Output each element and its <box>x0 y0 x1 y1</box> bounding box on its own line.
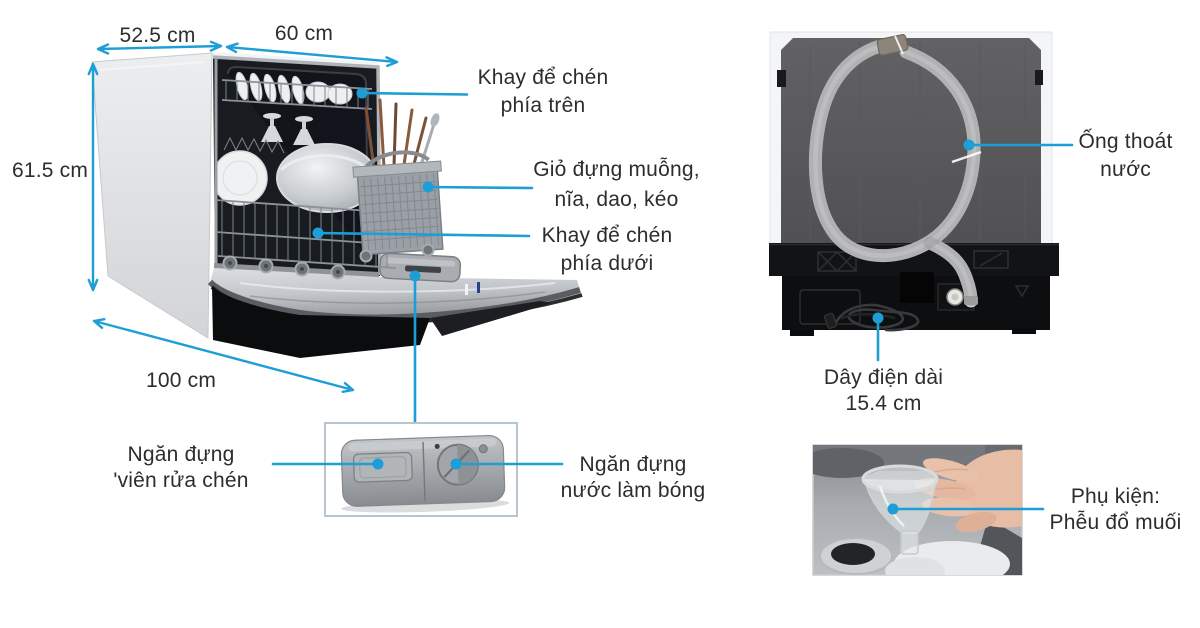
cord-dot <box>872 312 884 324</box>
lower-rack-leader <box>316 231 531 238</box>
chopsticks <box>364 98 436 170</box>
arrow-depth-open <box>92 318 355 393</box>
door-pin-blue <box>477 282 480 293</box>
door-pin-white <box>465 284 468 295</box>
plate <box>215 150 268 206</box>
arrow-height-left <box>87 62 99 292</box>
dimension-width-top-label: 60 cm <box>244 20 364 48</box>
arrow-width-top <box>225 42 399 68</box>
dimension-arrows <box>87 40 399 393</box>
dimension-depth-top-label: 52.5 cm <box>95 22 220 50</box>
lower-rack-label: Khay để chén phía dưới <box>517 222 697 278</box>
cutlery-basket-dot <box>422 181 434 193</box>
dimension-height-label: 61.5 cm <box>5 157 95 185</box>
cavity-interior <box>215 58 379 274</box>
upper-rack-leader <box>360 91 469 96</box>
lower-rack-label-line2: phía dưới <box>560 252 654 275</box>
base-pedestal <box>212 286 430 358</box>
drain-hose-label: Ống thoát nước <box>1048 128 1200 184</box>
funnel-dot <box>887 503 899 515</box>
dispenser-drawing <box>340 434 510 513</box>
detergent-compartment-label: Ngăn đựng 'viên rửa chén <box>86 442 276 494</box>
back-base <box>769 243 1059 336</box>
power-cord-label-line2: 15.4 cm <box>845 392 922 415</box>
power-cord-label-line1: Dây điện dài <box>823 366 944 389</box>
detergent-dot <box>372 458 384 470</box>
dispenser-dot <box>409 270 421 282</box>
upper-rack-wires <box>221 79 373 110</box>
cutlery-basket-label: Giỏ đựng muỗng, nĩa, dao, kéo <box>519 155 714 215</box>
accessory-label: Phụ kiện: Phễu đổ muối <box>1028 484 1200 536</box>
junction-box <box>900 272 934 303</box>
lower-rack-dot <box>312 227 324 239</box>
dimension-height-value: 61.5 cm <box>11 159 89 182</box>
lower-rack-label-line1: Khay để chén <box>541 224 673 247</box>
hose-end <box>964 296 978 305</box>
rack-wheels <box>222 255 346 280</box>
left-clip <box>777 70 786 87</box>
upper-rack-label-line1: Khay để chén <box>477 66 609 89</box>
rinse-aid-label-line2: nước làm bóng <box>560 479 706 502</box>
base-shadow <box>430 301 552 336</box>
lower-rack-wires <box>215 199 399 280</box>
base-details <box>799 250 1030 325</box>
drain-hose-label-line1: Ống thoát <box>1078 130 1173 153</box>
back-panel <box>781 38 1041 243</box>
dimension-depth-top-value: 52.5 cm <box>119 24 196 47</box>
drain-hose-label-line2: nước <box>1100 158 1151 181</box>
upper-rack-label: Khay để chén phía trên <box>458 64 628 120</box>
cutlery-basket-leader <box>426 185 534 190</box>
hose-tie <box>951 150 982 164</box>
side-panel <box>91 52 213 339</box>
rinse-aid-dot <box>450 458 462 470</box>
fold-down-tines <box>223 136 285 154</box>
funnel-drawing <box>861 464 939 555</box>
power-cord-drawing <box>834 303 920 332</box>
dimension-depth-open-label: 100 cm <box>131 367 231 395</box>
rinse-aid-label-line1: Ngăn đựng <box>579 453 687 476</box>
power-plug <box>824 312 837 329</box>
accessory-label-line2: Phễu đổ muối <box>1049 511 1182 534</box>
cutlery-basket-label-line1: Giỏ đựng muỗng, <box>533 158 700 181</box>
wine-glasses <box>261 113 315 145</box>
back-view-illustration <box>769 31 1074 362</box>
upper-rack-label-line2: phía trên <box>500 94 586 117</box>
hose-connector <box>876 34 909 56</box>
upper-rack-dot <box>356 87 368 99</box>
accessory-photo <box>812 444 1045 576</box>
detergent-label-line1: Ngăn đựng <box>127 443 235 466</box>
detergent-lid <box>352 451 413 483</box>
right-clip <box>1035 70 1043 85</box>
front-view-illustration <box>91 52 583 358</box>
detergent-label-line2: 'viên rửa chén <box>113 469 249 492</box>
power-cord-label: Dây điện dài 15.4 cm <box>806 365 961 417</box>
arrow-depth-top <box>96 40 223 55</box>
front-leader-lines <box>312 87 534 424</box>
dispenser-box <box>271 422 564 517</box>
rinse-aid-compartment-label: Ngăn đựng nước làm bóng <box>543 452 723 504</box>
spoon-head <box>430 113 440 127</box>
hose-dot <box>963 139 975 151</box>
cutlery-basket-label-line2: nĩa, dao, kéo <box>554 188 679 211</box>
dimension-width-top-value: 60 cm <box>274 22 334 45</box>
drain-hose-drawing <box>808 34 982 308</box>
dimension-depth-open-value: 100 cm <box>145 369 217 392</box>
accessory-label-line1: Phụ kiện: <box>1070 485 1161 508</box>
door-dispenser <box>379 252 462 283</box>
